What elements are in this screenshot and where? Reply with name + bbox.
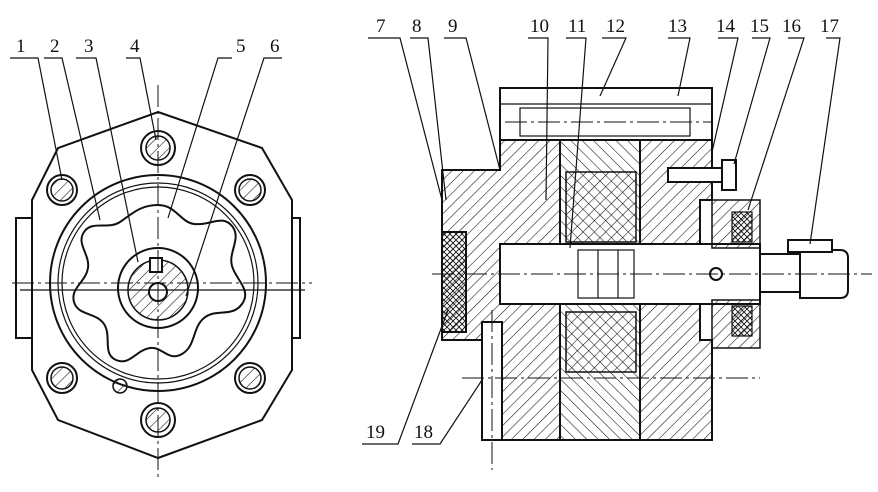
callout-1: 1 [16, 36, 26, 57]
callout-labels: 1 2 3 4 5 6 7 8 9 10 11 12 13 14 15 16 1… [16, 16, 839, 443]
callout-13: 13 [668, 16, 687, 37]
outer-rotor-section [565, 171, 637, 243]
section-view [432, 87, 872, 470]
callout-14: 14 [716, 16, 736, 37]
callout-4: 4 [130, 36, 140, 57]
callout-3: 3 [84, 36, 94, 57]
callout-12: 12 [606, 16, 625, 37]
callout-15: 15 [750, 16, 769, 37]
callout-19: 19 [366, 422, 385, 443]
callout-6: 6 [270, 36, 280, 57]
callout-10: 10 [530, 16, 549, 37]
callout-5: 5 [236, 36, 246, 57]
screw [667, 167, 729, 183]
callout-11: 11 [568, 16, 586, 37]
end-view [12, 85, 312, 478]
callout-2: 2 [50, 36, 60, 57]
callout-9: 9 [448, 16, 458, 37]
key [149, 257, 163, 273]
tie-bolt-housing [499, 87, 713, 141]
callout-18: 18 [414, 422, 433, 443]
callout-7: 7 [376, 16, 386, 37]
callout-16: 16 [782, 16, 801, 37]
callout-17: 17 [820, 16, 839, 37]
callout-8: 8 [412, 16, 422, 37]
leader-lines [10, 37, 841, 445]
